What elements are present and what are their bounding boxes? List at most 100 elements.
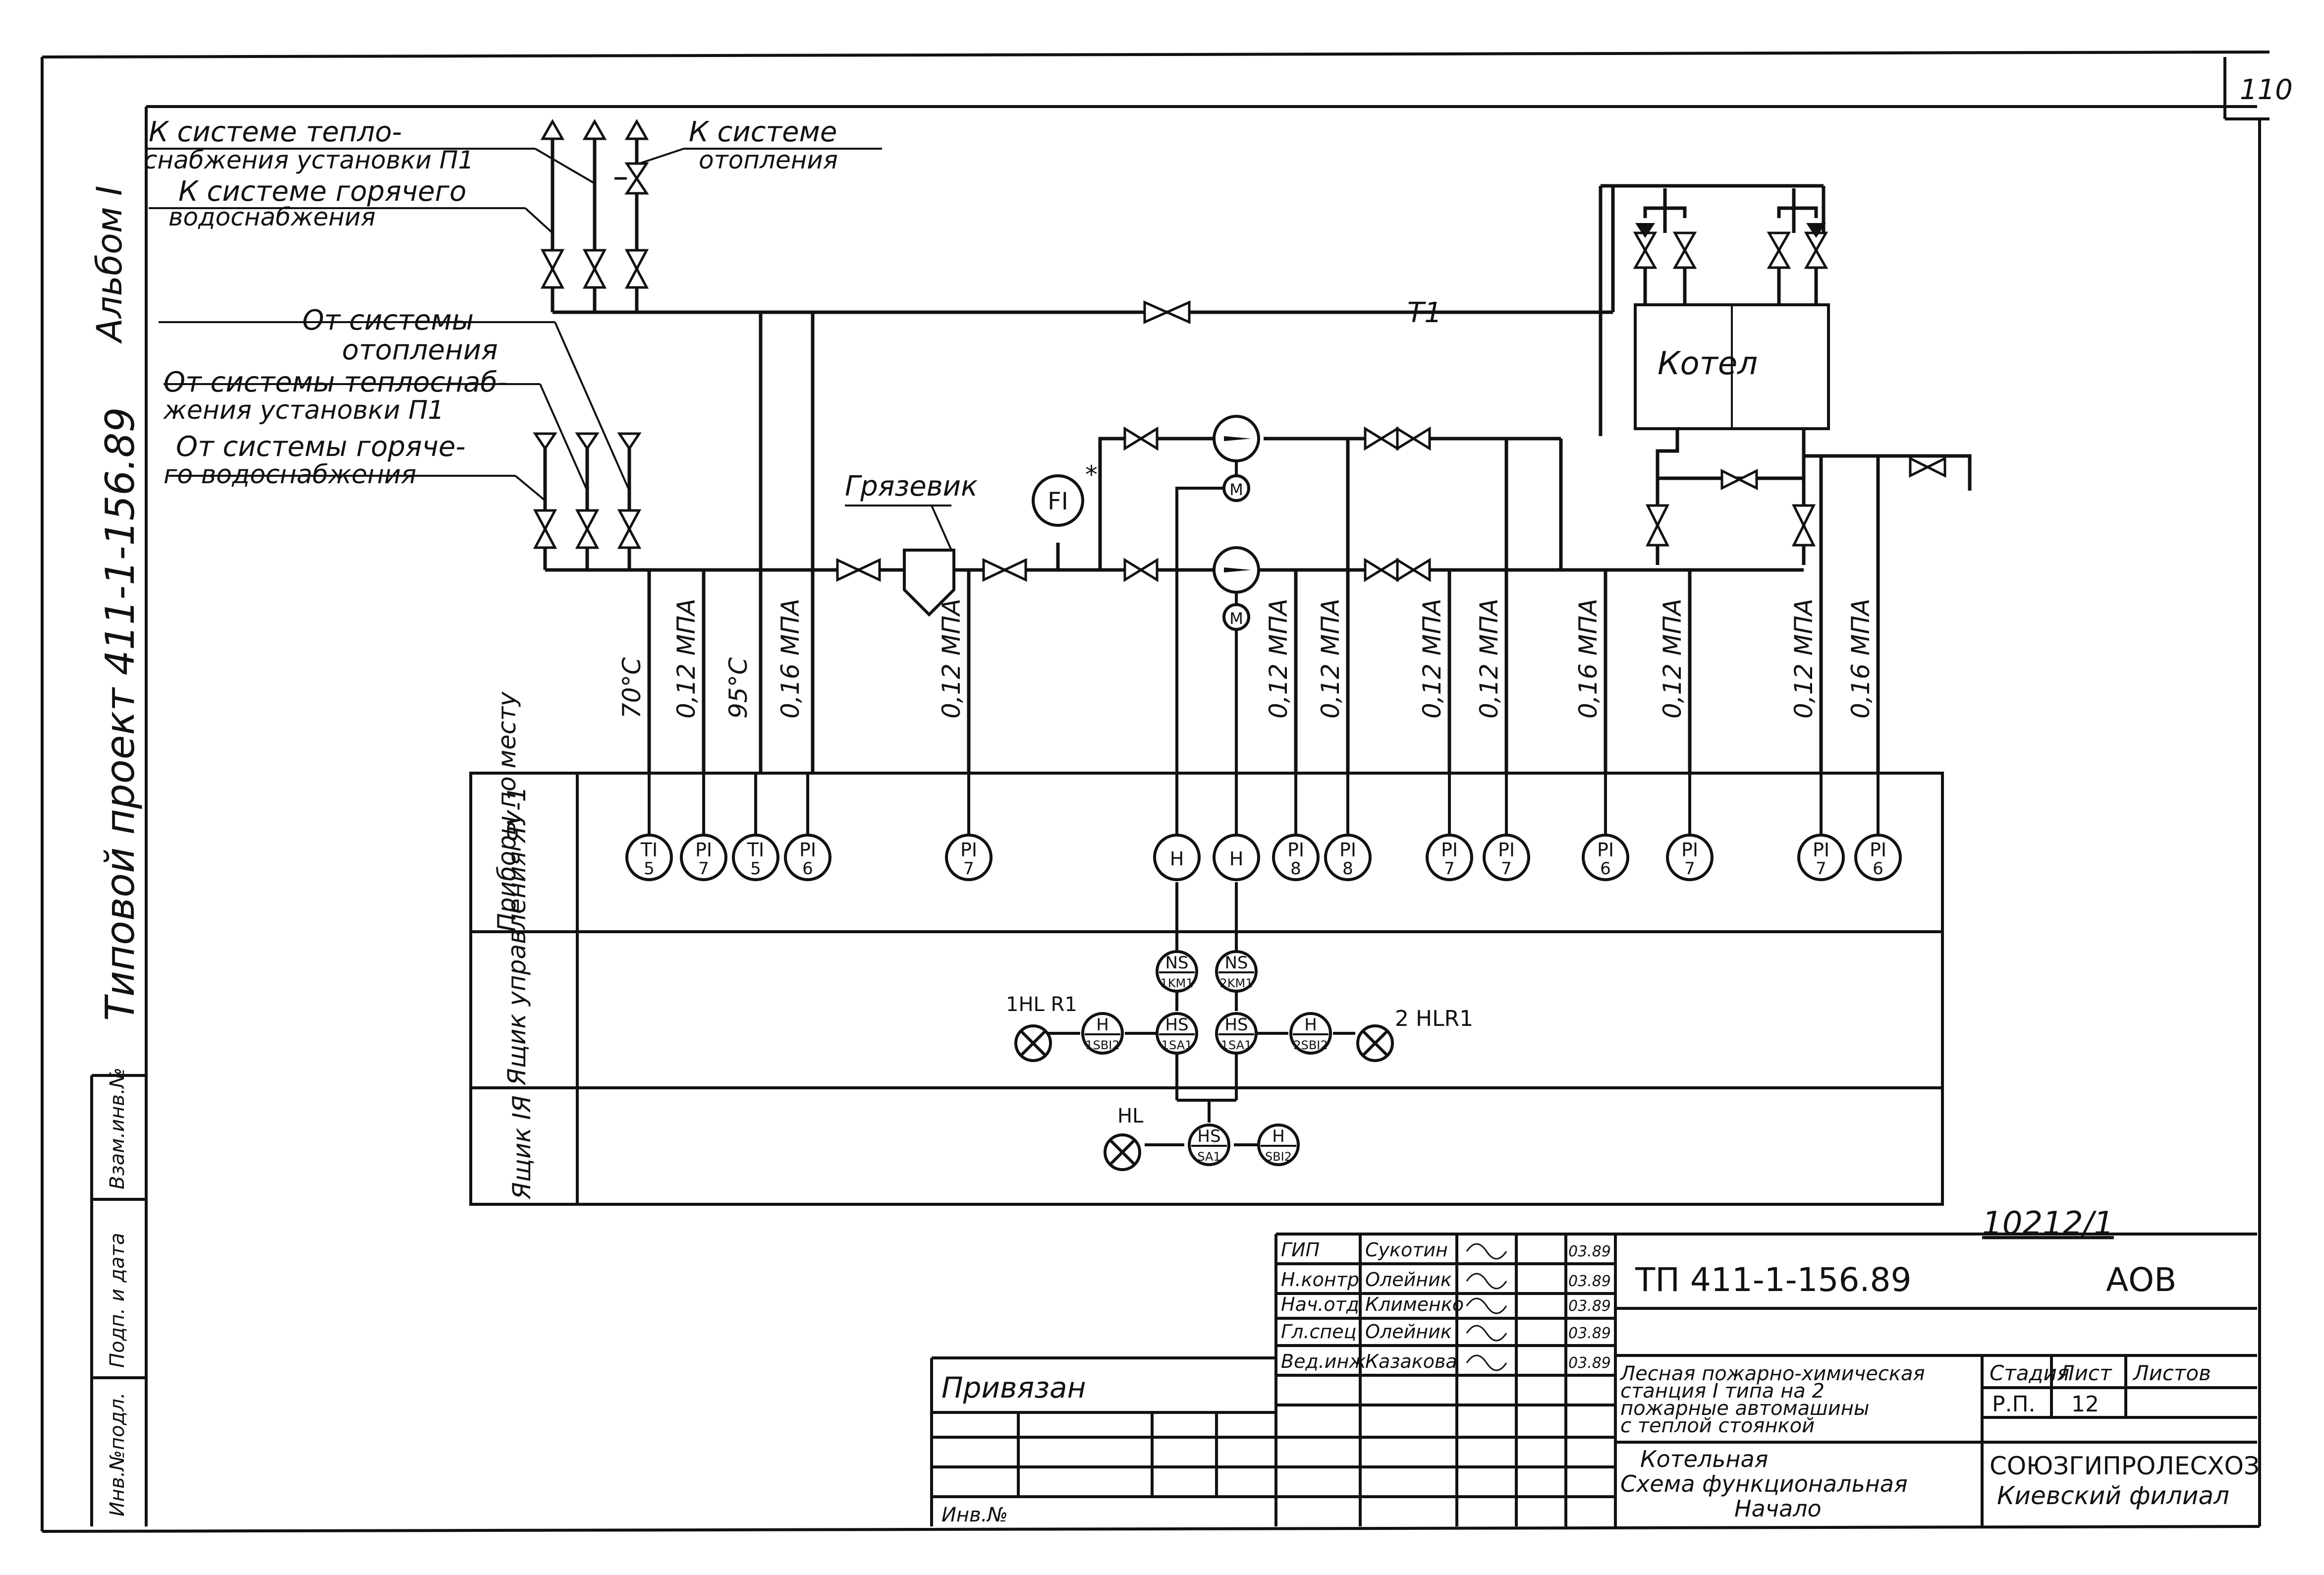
instrument-tag: PI	[1339, 839, 1356, 861]
signer-date: 03.89	[1568, 1243, 1611, 1260]
instrument-tag: PI	[1441, 839, 1458, 861]
sheet-title-1: Котельная	[1640, 1446, 1768, 1472]
instrument-number: 6	[1873, 859, 1883, 879]
org-2: Киевский филиал	[1997, 1481, 2229, 1510]
signer-name: Олейник	[1365, 1321, 1452, 1343]
device-code: 1SA1	[1221, 1038, 1252, 1052]
param-label: 0,12 МПА	[1475, 599, 1503, 719]
control-box-wiring	[1046, 882, 1355, 1146]
binding-label: Привязан	[941, 1371, 1086, 1405]
instrument-tag: TI	[747, 839, 764, 861]
drawing-frame	[41, 51, 2270, 1533]
instrument-bubble	[1666, 834, 1714, 881]
panel-row-1: Приборы по месту	[493, 691, 521, 932]
device-tag: NS	[1224, 953, 1248, 973]
param-label: 0,12 МПА	[1418, 599, 1446, 719]
stamp-replace: Взам.инв.№	[106, 1068, 129, 1189]
instrument-bubble	[732, 834, 779, 881]
album-label: Альбом I	[89, 185, 130, 344]
inv-label: Инв.№	[941, 1504, 1008, 1526]
title-block	[930, 1233, 2257, 1526]
param-label: 0,12 МПА	[1789, 599, 1818, 719]
sheet-title-3: Начало	[1734, 1495, 1822, 1522]
line-code-t1: Т1	[1407, 297, 1442, 329]
panel-row-2: Ящик управления ЯУ-1	[502, 787, 531, 1086]
boiler-label: Котел	[1658, 345, 1758, 382]
stamp-inv: Инв.№подл.	[106, 1392, 129, 1517]
mud-trap-label: Грязевик	[845, 470, 978, 503]
boiler-valves	[1633, 231, 1946, 547]
signature	[1466, 1243, 1507, 1260]
desc-3: пожарные автомашины	[1620, 1397, 1870, 1420]
supply-arrows	[540, 118, 649, 140]
return-label-6: го водоснабжения	[164, 460, 416, 490]
supply-label-2: снабжения установки П1	[144, 146, 474, 174]
instrument-tag: PI	[960, 839, 977, 861]
instrument-bubble	[680, 834, 727, 881]
instrument-tag: PI	[1498, 839, 1515, 861]
instrument-number: 8	[1342, 859, 1353, 879]
param-label: 70°C	[617, 657, 646, 719]
device-code: 1KM1	[1161, 976, 1194, 990]
instrument-number: 7	[1816, 859, 1826, 879]
doc-number: 10212/1	[1982, 1205, 2114, 1242]
instrument-bubble	[1426, 834, 1473, 881]
signature	[1466, 1325, 1507, 1342]
instrument-number: 7	[1444, 859, 1455, 879]
supply-piping	[551, 139, 1635, 773]
instrument-tag: H	[1170, 848, 1184, 870]
supply-label-4: водоснабжения	[168, 203, 376, 231]
doc-mark: АОВ	[2106, 1261, 2176, 1299]
instrument-tag: PI	[1870, 839, 1886, 861]
instrument-bubble	[625, 834, 673, 881]
return-label-1: От системы	[302, 304, 474, 337]
signer-name: Сукотин	[1365, 1239, 1448, 1261]
instrument-tag: PI	[1813, 839, 1829, 861]
device-tag: H	[1272, 1126, 1285, 1146]
param-label: 0,16 МПА	[776, 599, 805, 719]
signature	[1466, 1297, 1507, 1314]
supply-label-r2: отопления	[699, 146, 838, 174]
doc-code: ТП 411-1-156.89	[1635, 1261, 1911, 1299]
instrument-bubble	[1213, 834, 1260, 881]
param-label: 0,12 МПА	[937, 599, 966, 719]
return-label-2: отопления	[342, 334, 498, 366]
lamp-right-label: 2 HLR1	[1395, 1006, 1473, 1031]
instrument-bubble	[1153, 834, 1201, 881]
instrument-tag: PI	[1681, 839, 1698, 861]
device-code: 1SBI2	[1085, 1038, 1119, 1052]
project-label: Типовой проект 411-1-156.89	[97, 407, 143, 1021]
instrument-bubble	[1483, 834, 1530, 881]
pumps	[1175, 415, 1260, 773]
instrument-number: 8	[1290, 859, 1301, 879]
flow-note: *	[1085, 460, 1098, 489]
device-code: SA1	[1197, 1150, 1220, 1164]
instrument-bubble	[1324, 834, 1372, 881]
lamp-left-label: 1HL R1	[1006, 993, 1077, 1016]
supply-label-r1: К системе	[689, 116, 837, 148]
supply-leaders	[146, 148, 882, 234]
instrument-number: 7	[1684, 859, 1695, 879]
signature	[1466, 1354, 1507, 1371]
instrument-number: 5	[644, 859, 655, 879]
instrument-number: 7	[963, 859, 974, 879]
signer-role: Нач.отд	[1281, 1294, 1359, 1315]
device-tag: HS	[1224, 1015, 1248, 1035]
return-label-4: жения установки П1	[163, 395, 444, 425]
device-tag: HS	[1197, 1126, 1220, 1146]
stage-value: Р.П.	[1992, 1392, 2036, 1417]
device-code: SBI2	[1265, 1150, 1292, 1164]
instrument-tag: PI	[1597, 839, 1614, 861]
signer-name: Казакова	[1365, 1350, 1457, 1372]
return-arrows	[533, 432, 642, 451]
signer-date: 03.89	[1568, 1273, 1611, 1290]
sheet-title-2: Схема функциональная	[1620, 1470, 1908, 1497]
param-label: 0,12 МПА	[672, 599, 701, 719]
return-valves	[533, 426, 1431, 582]
param-label: 0,12 МПА	[1264, 599, 1293, 719]
return-label-3: От системы теплоснаб-	[164, 366, 507, 398]
instrument-tag: PI	[1287, 839, 1304, 861]
